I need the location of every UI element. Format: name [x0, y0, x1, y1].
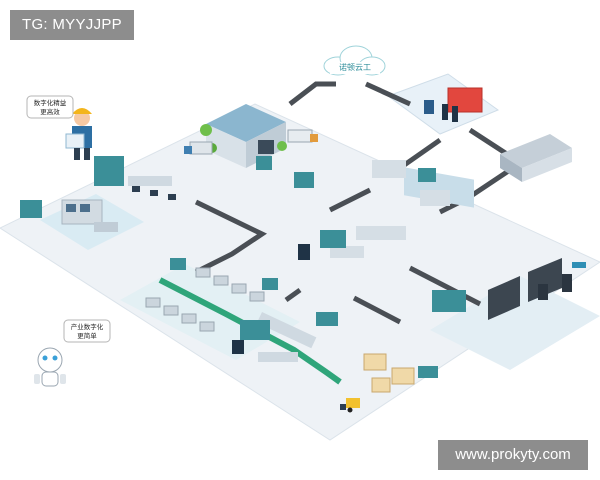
worker-icon [65, 108, 92, 160]
factory-floor [0, 103, 600, 441]
sign-12 [418, 168, 436, 182]
sign-4 [294, 172, 314, 188]
sign-8 [240, 320, 270, 340]
worker-speech-bubble: 数字化精益 更高效 [26, 95, 74, 119]
conveyor-belt [158, 277, 342, 385]
robot-bubble-line-2: 更简单 [77, 331, 97, 340]
worker-bubble-line-1: 数字化精益 [34, 98, 67, 107]
road-cloud-right [364, 81, 412, 107]
zone-right-hall [430, 276, 600, 370]
workstation-group-center [298, 226, 406, 260]
server-rack-icon [488, 258, 586, 320]
sign-7 [262, 278, 278, 290]
storage-boxes [363, 353, 415, 393]
workstation-group-upper-left [128, 176, 176, 200]
sign-10 [432, 290, 466, 312]
road-mid-right [408, 265, 482, 307]
robot-icon [34, 347, 66, 387]
watermark-bottom-right: www.prokyty.com [438, 440, 588, 470]
truck-left [184, 141, 213, 155]
worker-bubble-line-2: 更高效 [40, 107, 60, 116]
road-office-building [468, 127, 512, 159]
robot-speech-bubble: 产业数字化 更简单 [63, 319, 111, 343]
workstation-group-upper-right [372, 160, 450, 206]
sign-5 [320, 230, 346, 248]
sign-2 [94, 156, 124, 186]
road-cloud-left [288, 81, 336, 106]
cloud-label: 诺顿云工 [339, 62, 371, 72]
cloud-icon: 诺顿云工 [323, 45, 386, 76]
forklift-icon [340, 398, 360, 413]
control-console-icon [61, 199, 118, 232]
sign-6 [170, 258, 186, 270]
road-center-left [328, 187, 372, 213]
assembly-line [232, 312, 317, 362]
sign-11 [418, 366, 438, 378]
robot-bubble-line-1: 产业数字化 [71, 322, 104, 331]
road-lower-left [284, 287, 302, 303]
sign-9 [316, 312, 338, 326]
road-left-diagonal [194, 199, 268, 275]
road-office-mid [398, 137, 442, 171]
machine-rows-left [145, 267, 265, 332]
sign-3 [256, 156, 272, 170]
watermark-top-left: TG: MYYJJPP [10, 10, 134, 40]
truck-right [287, 129, 318, 143]
warehouse-icon [200, 104, 287, 168]
office-building-icon [500, 134, 572, 182]
road-lower-center [352, 295, 402, 325]
sign-1 [20, 200, 42, 218]
